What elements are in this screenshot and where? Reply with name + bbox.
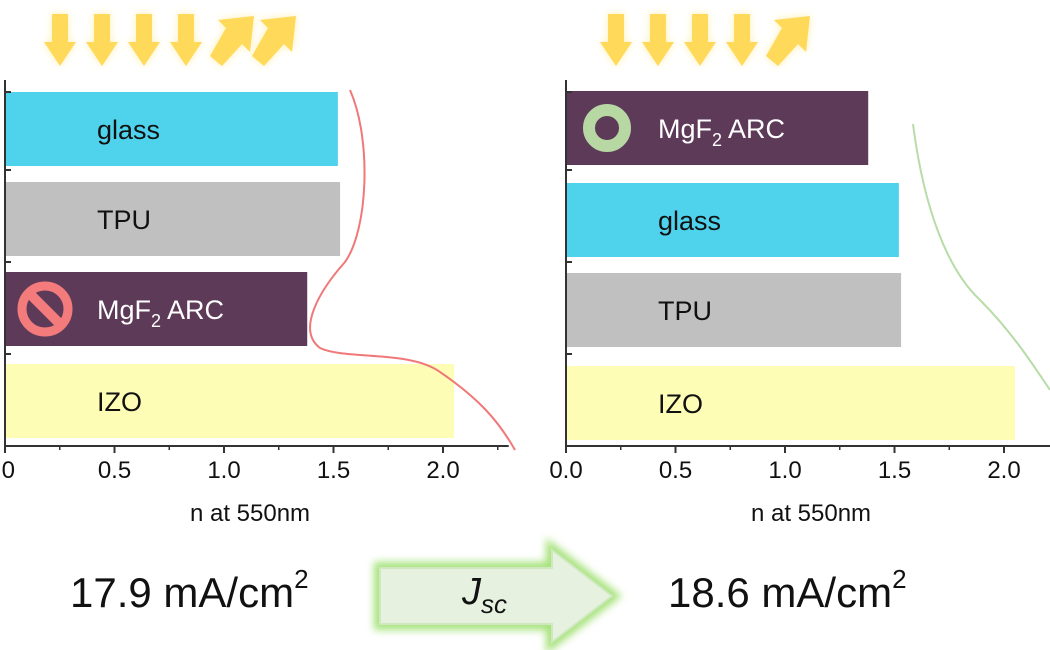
layer-bar-group: TPU — [5, 182, 341, 256]
axes: 0.0 0.5 1.0 1.5 2.0 n at 550nm — [549, 80, 1050, 527]
layer-label: TPU — [97, 205, 151, 235]
layer-bar — [5, 182, 341, 256]
x-tick-label: 1.5 — [878, 457, 911, 484]
layer-bar — [566, 183, 899, 257]
x-tick-label: 2.0 — [987, 457, 1020, 484]
light-down-arrow-icon — [600, 14, 632, 66]
light-arrows — [600, 14, 810, 66]
layer-bar-group: IZO — [5, 364, 454, 438]
light-down-arrow-icon — [642, 14, 674, 66]
layer-label: glass — [658, 206, 721, 236]
jsc-value-right: 18.6 mA/cm2 — [668, 564, 907, 616]
layer-label: TPU — [658, 296, 712, 326]
light-reflected-arrow-icon — [252, 16, 296, 66]
layer-bar-group: glass — [5, 92, 338, 166]
layer-label: IZO — [97, 387, 142, 417]
prohibited-icon — [17, 281, 73, 337]
layer-bar — [5, 92, 338, 166]
x-tick-label: 0.0 — [549, 457, 582, 484]
light-down-arrow-icon — [170, 14, 202, 66]
light-down-arrow-icon — [726, 14, 758, 66]
prohibited-slash — [25, 289, 65, 329]
light-down-arrow-icon — [44, 14, 76, 66]
x-tick-label: 1.0 — [207, 457, 240, 484]
light-arrows — [44, 14, 296, 66]
x-axis-label: n at 550nm — [751, 500, 871, 527]
x-tick-label: .0 — [0, 457, 15, 484]
jsc-value-left: 17.9 mA/cm2 — [70, 564, 309, 616]
layer-bar — [5, 364, 454, 438]
reflectance-curve — [309, 89, 516, 451]
light-down-arrow-icon — [86, 14, 118, 66]
layer-label: MgF2 ARC — [97, 295, 224, 331]
reflectance-curve — [912, 123, 1050, 391]
layer-bar-group: IZO — [566, 366, 1015, 440]
layer-bar — [566, 273, 902, 347]
jsc-arrow-icon — [379, 547, 614, 645]
layer-bar — [566, 91, 869, 165]
layer-bar-group: MgF2 ARC — [5, 272, 308, 346]
light-reflected-arrow-icon — [766, 16, 810, 66]
layer-bar-group: TPU — [566, 273, 902, 347]
layer-bar-group: glass — [566, 183, 899, 257]
x-tick-label: 0.5 — [659, 457, 692, 484]
x-axis-label: n at 550nm — [190, 500, 310, 527]
layer-bar — [566, 366, 1015, 440]
jsc-arrow-label: Jsc — [461, 571, 507, 619]
layer-label: IZO — [658, 389, 703, 419]
x-tick-label: 2.0 — [426, 457, 459, 484]
axes: .0 0.5 1.0 1.5 2.0 n at 550nm — [0, 80, 509, 527]
x-tick-label: 1.0 — [768, 457, 801, 484]
jsc-arrow: Jsc — [374, 537, 622, 650]
light-down-arrow-icon — [684, 14, 716, 66]
x-tick-label: 0.5 — [98, 457, 131, 484]
layer-label: MgF2 ARC — [658, 114, 785, 150]
light-reflected-arrow-icon — [210, 16, 254, 66]
light-down-arrow-icon — [128, 14, 160, 66]
x-tick-label: 1.5 — [317, 457, 350, 484]
layer-bar-group: MgF2 ARC — [566, 91, 869, 165]
layer-label: glass — [97, 115, 160, 145]
ring-icon — [583, 104, 631, 152]
